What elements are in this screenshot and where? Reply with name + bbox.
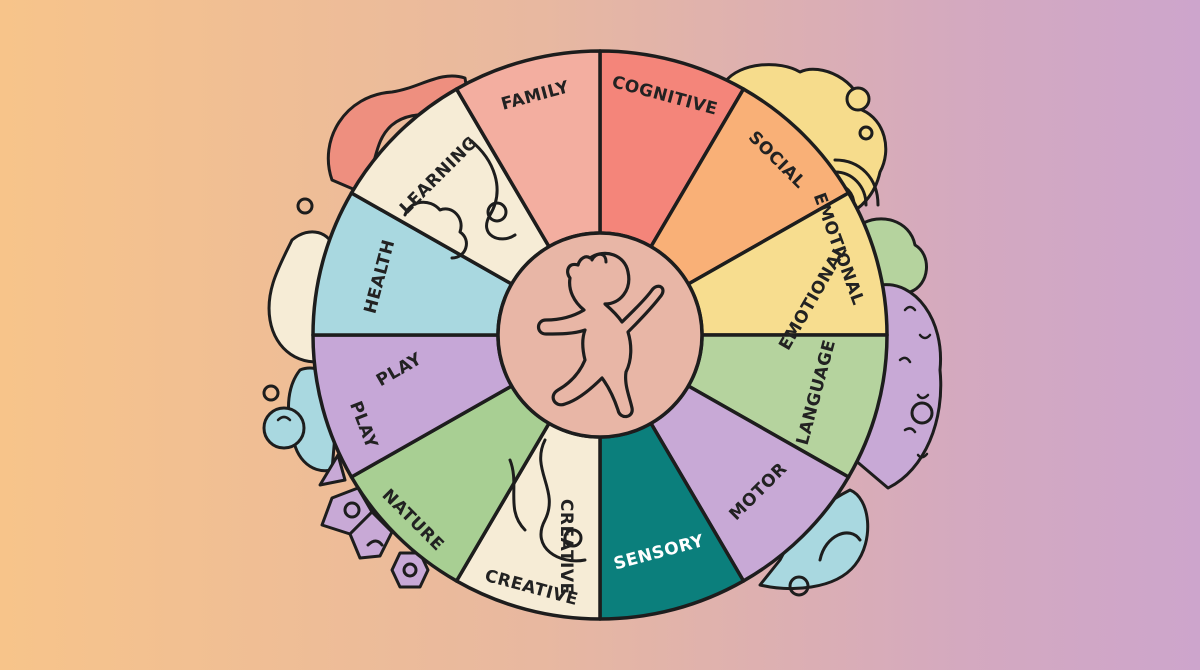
bubble-bottom-right xyxy=(788,575,810,597)
family-doodle-circle xyxy=(486,201,508,223)
purple-triangle xyxy=(318,453,347,487)
child-hair-curl xyxy=(590,252,608,264)
bubble-left-top xyxy=(296,197,314,215)
center-circle xyxy=(496,231,704,439)
wheel-segments xyxy=(311,49,889,621)
child-icon xyxy=(536,251,665,419)
purple-squiggles xyxy=(898,305,932,459)
bubble-right xyxy=(910,401,934,425)
nature-doodle-circle xyxy=(563,528,583,548)
label-creative-2: CREATIVE xyxy=(556,499,576,595)
purple-geometric-cluster xyxy=(320,486,394,560)
family-doodle-flower xyxy=(403,200,468,260)
bubble-tiny xyxy=(858,125,874,141)
nature-doodle-curve-1 xyxy=(539,438,587,563)
blue-wave-line xyxy=(818,531,862,562)
bubble-left-small xyxy=(262,384,280,402)
hexagon-hole xyxy=(402,562,418,578)
bubble-left-large xyxy=(262,406,306,450)
segment-doodles xyxy=(403,138,587,563)
nature-doodle-curve-2 xyxy=(508,458,527,532)
bubble-small xyxy=(845,86,871,112)
bubble-highlight xyxy=(276,415,292,422)
